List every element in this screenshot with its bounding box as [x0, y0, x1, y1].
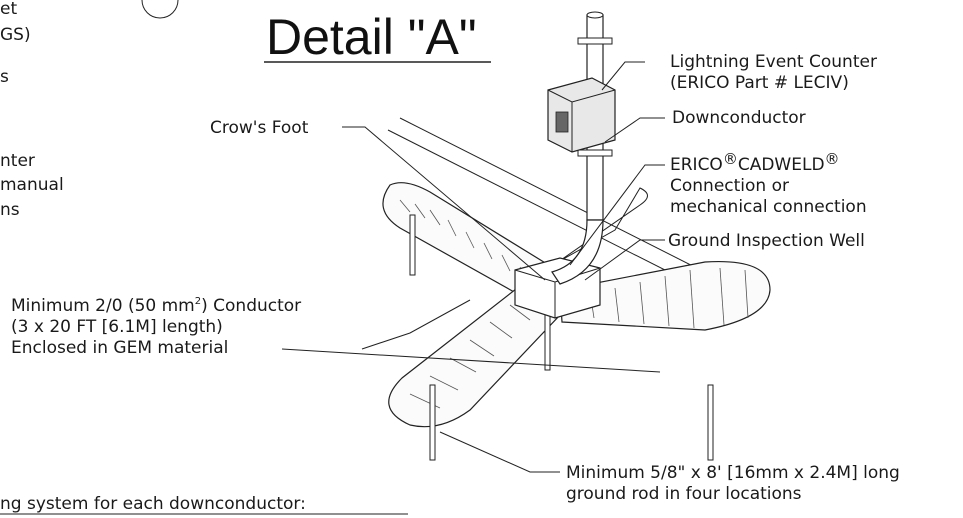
label-cadweld-line3: mechanical connection: [670, 197, 867, 217]
detail-title: Detail "A": [266, 9, 477, 65]
label-conductor-line2: (3 x 20 FT [6.1M] length): [11, 317, 223, 337]
label-cadweld-line2: Connection or: [670, 176, 789, 196]
callout-circle: [141, 0, 179, 19]
left-fragment-4: nter: [0, 151, 35, 171]
label-downconductor: Downconductor: [672, 108, 806, 128]
label-ground-rod-line1: Minimum 5/8" x 8' [16mm x 2.4M] long: [566, 463, 900, 483]
label-ground-rod-line2: ground rod in four locations: [566, 484, 802, 504]
ground-rods: [409, 214, 714, 461]
left-fragment-3: s: [0, 67, 9, 87]
left-fragment-6: ns: [0, 200, 20, 220]
bottom-heading-fragment: ng system for each downconductor:: [0, 494, 306, 514]
left-fragment-1: et: [0, 0, 17, 19]
label-crows-foot: Crow's Foot: [210, 118, 309, 138]
left-fragment-5: manual: [0, 175, 64, 195]
lightning-event-counter: [547, 77, 616, 153]
label-conductor-line3: Enclosed in GEM material: [11, 338, 228, 358]
label-inspection-well: Ground Inspection Well: [668, 231, 865, 251]
label-conductor-line1: Minimum 2/0 (50 mm2) Conductor: [11, 296, 301, 316]
label-cadweld-line1: ERICO®CADWELD®: [670, 150, 840, 175]
label-counter-line1: Lightning Event Counter: [670, 52, 877, 72]
left-fragment-2: GS): [0, 25, 31, 45]
label-counter-line2: (ERICO Part # LECIV): [670, 73, 849, 93]
leader-lines: [281, 61, 665, 473]
